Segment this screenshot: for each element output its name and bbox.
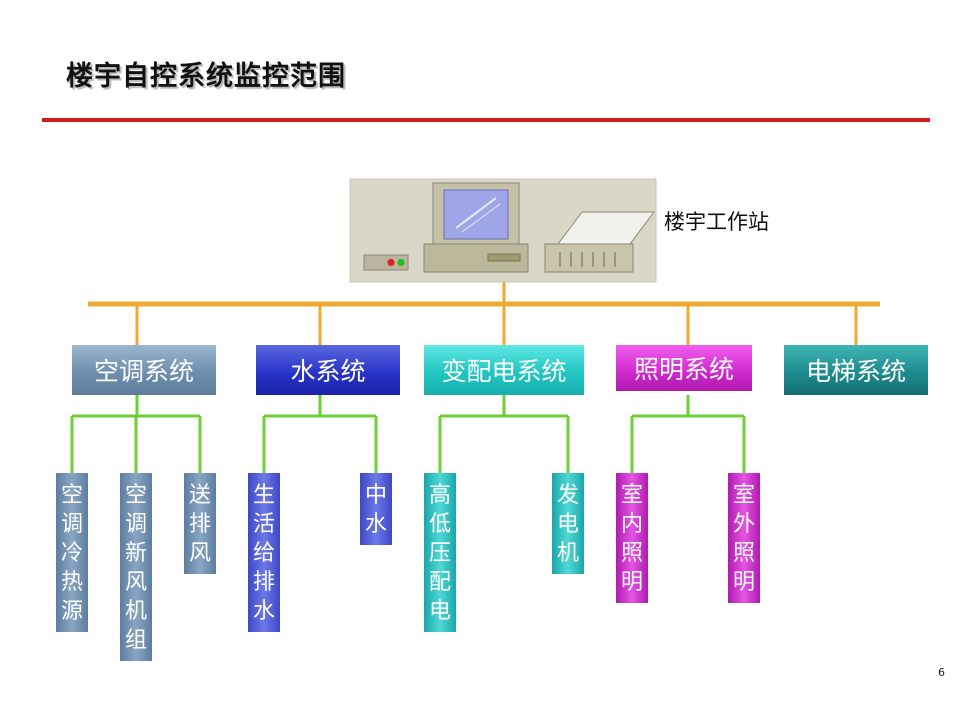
subsystem-char: 明 (620, 570, 643, 595)
subsystem-box: 发电机 (552, 473, 584, 574)
workstation-label: 楼宇工作站 (664, 210, 769, 234)
subsystem-char: 水 (364, 512, 387, 537)
subsystem-char: 活 (252, 512, 275, 537)
subsystem-char: 组 (124, 628, 147, 653)
subsystem-char: 空 (60, 483, 83, 508)
subsystem-char: 中 (364, 483, 387, 508)
subsystem-char: 调 (124, 512, 147, 537)
subsystem-char: 机 (556, 541, 579, 566)
subsystem-char: 室 (732, 483, 755, 508)
subsystem-char: 生 (252, 483, 275, 508)
page-number: 6 (938, 666, 945, 679)
subsystem-char: 热 (60, 570, 83, 595)
subsystem-char: 照 (732, 541, 755, 566)
subsystem-char: 内 (620, 512, 643, 537)
subsystem-char: 空 (124, 483, 147, 508)
subsystem-char: 高 (428, 483, 451, 508)
subsystem-char: 照 (620, 541, 643, 566)
subsystem-box: 高低压配电 (424, 473, 456, 632)
branch-lines (70, 395, 746, 473)
subsystem-char: 冷 (60, 541, 83, 566)
subsystem-box: 送排风 (184, 473, 216, 574)
subsystem-char: 发 (556, 483, 579, 508)
slide-title: 楼宇自控系统监控范围 (66, 61, 346, 92)
subsystem-char: 电 (428, 599, 451, 624)
subsystem-box: 中水 (360, 473, 392, 545)
system-air-conditioning: 空调系统 (72, 345, 216, 395)
subsystem-char: 送 (188, 483, 211, 508)
subsystem-box: 室外照明 (728, 473, 760, 603)
subsystem-char: 配 (428, 570, 451, 595)
subsystem-char: 水 (252, 599, 275, 624)
system-water: 水系统 (256, 345, 400, 395)
subsystem-char: 排 (252, 570, 275, 595)
subsystem-box: 空调新风机组 (120, 473, 152, 661)
workstation-computer-icon (349, 178, 657, 283)
subsystem-char: 电 (556, 512, 579, 537)
subsystem-char: 排 (188, 512, 211, 537)
subsystem-char: 新 (124, 541, 147, 566)
subsystem-char: 明 (732, 570, 755, 595)
subsystem-char: 外 (732, 512, 755, 537)
subsystem-box: 生活给排水 (248, 473, 280, 632)
system-lighting: 照明系统 (616, 345, 752, 391)
subsystem-char: 给 (252, 541, 275, 566)
subsystem-char: 源 (60, 599, 83, 624)
subsystem-char: 风 (188, 541, 211, 566)
subsystem-box: 室内照明 (616, 473, 648, 603)
subsystem-char: 机 (124, 599, 147, 624)
subsystem-char: 低 (428, 512, 451, 537)
subsystem-box: 空调冷热源 (56, 473, 88, 632)
subsystem-char: 室 (620, 483, 643, 508)
title-underline (42, 118, 930, 122)
subsystem-char: 压 (428, 541, 451, 566)
system-power-distribution: 变配电系统 (424, 345, 584, 395)
system-elevator: 电梯系统 (784, 345, 928, 395)
subsystem-char: 调 (60, 512, 83, 537)
subsystem-char: 风 (124, 570, 147, 595)
